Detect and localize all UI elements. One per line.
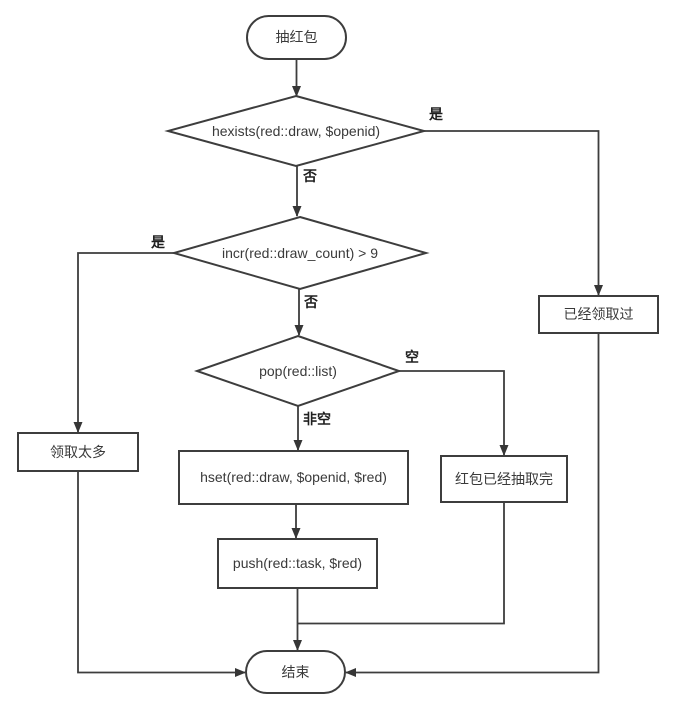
node-pop-list: pop(red::list)	[193, 334, 403, 408]
already-drawn-process-label: 已经领取过	[564, 306, 634, 322]
node-push-task: push(red::task, $red)	[217, 538, 378, 589]
node-hset-draw: hset(red::draw, $openid, $red)	[178, 450, 409, 505]
edge-label-check-drawn-no: 否	[302, 168, 317, 184]
node-check-count: incr(red::draw_count) > 9	[170, 215, 430, 291]
edge-labels: 是 否 是 否 空 非空	[151, 106, 444, 427]
check-count-decision-label: incr(red::draw_count) > 9	[222, 245, 378, 261]
check-count-decision-shape	[170, 215, 430, 291]
node-already-drawn: 已经领取过	[538, 295, 659, 334]
edge-check-drawn-yes-to-already-drawn	[424, 130, 603, 296]
nodes: 抽红包 hexists(red::draw, $openid) 已经领取过 in…	[17, 15, 659, 694]
pop-list-decision-label: pop(red::list)	[259, 363, 337, 379]
node-end: 结束	[245, 650, 346, 694]
edges	[73, 59, 603, 677]
node-start: 抽红包	[246, 15, 347, 60]
edge-list-empty-merge	[298, 502, 505, 625]
list-empty-process-label: 红包已经抽取完	[455, 471, 553, 487]
edge-label-check-count-no: 否	[303, 294, 318, 310]
start-terminal-label: 抽红包	[276, 29, 318, 45]
end-terminal-shape	[245, 650, 346, 694]
check-drawn-decision-label: hexists(red::draw, $openid)	[212, 123, 380, 139]
push-task-process-shape	[217, 538, 378, 589]
edge-too-many-to-end	[77, 471, 246, 677]
edge-label-check-drawn-yes: 是	[429, 106, 444, 122]
end-terminal-label: 结束	[282, 664, 310, 680]
already-drawn-process-shape	[538, 295, 659, 334]
too-many-process-shape	[17, 432, 139, 472]
push-task-process-label: push(red::task, $red)	[233, 555, 362, 571]
too-many-process-label: 领取太多	[50, 444, 106, 460]
hset-draw-process-label: hset(red::draw, $openid, $red)	[200, 469, 387, 485]
edge-label-pop-empty: 空	[405, 349, 419, 365]
check-drawn-decision-shape	[164, 94, 428, 168]
edge-label-check-count-yes: 是	[151, 234, 166, 250]
node-check-drawn: hexists(red::draw, $openid)	[164, 94, 428, 168]
list-empty-process-shape	[440, 455, 568, 503]
node-list-empty: 红包已经抽取完	[440, 455, 568, 503]
start-terminal-shape	[246, 15, 347, 60]
edge-pop-empty-to-list-empty	[399, 370, 509, 456]
edge-label-pop-not-empty: 非空	[303, 411, 331, 427]
node-too-many: 领取太多	[17, 432, 139, 472]
pop-list-decision-shape	[193, 334, 403, 408]
edge-already-drawn-to-end	[345, 333, 600, 677]
hset-draw-process-shape	[178, 450, 409, 505]
edge-check-count-yes-to-too-many	[73, 252, 174, 433]
